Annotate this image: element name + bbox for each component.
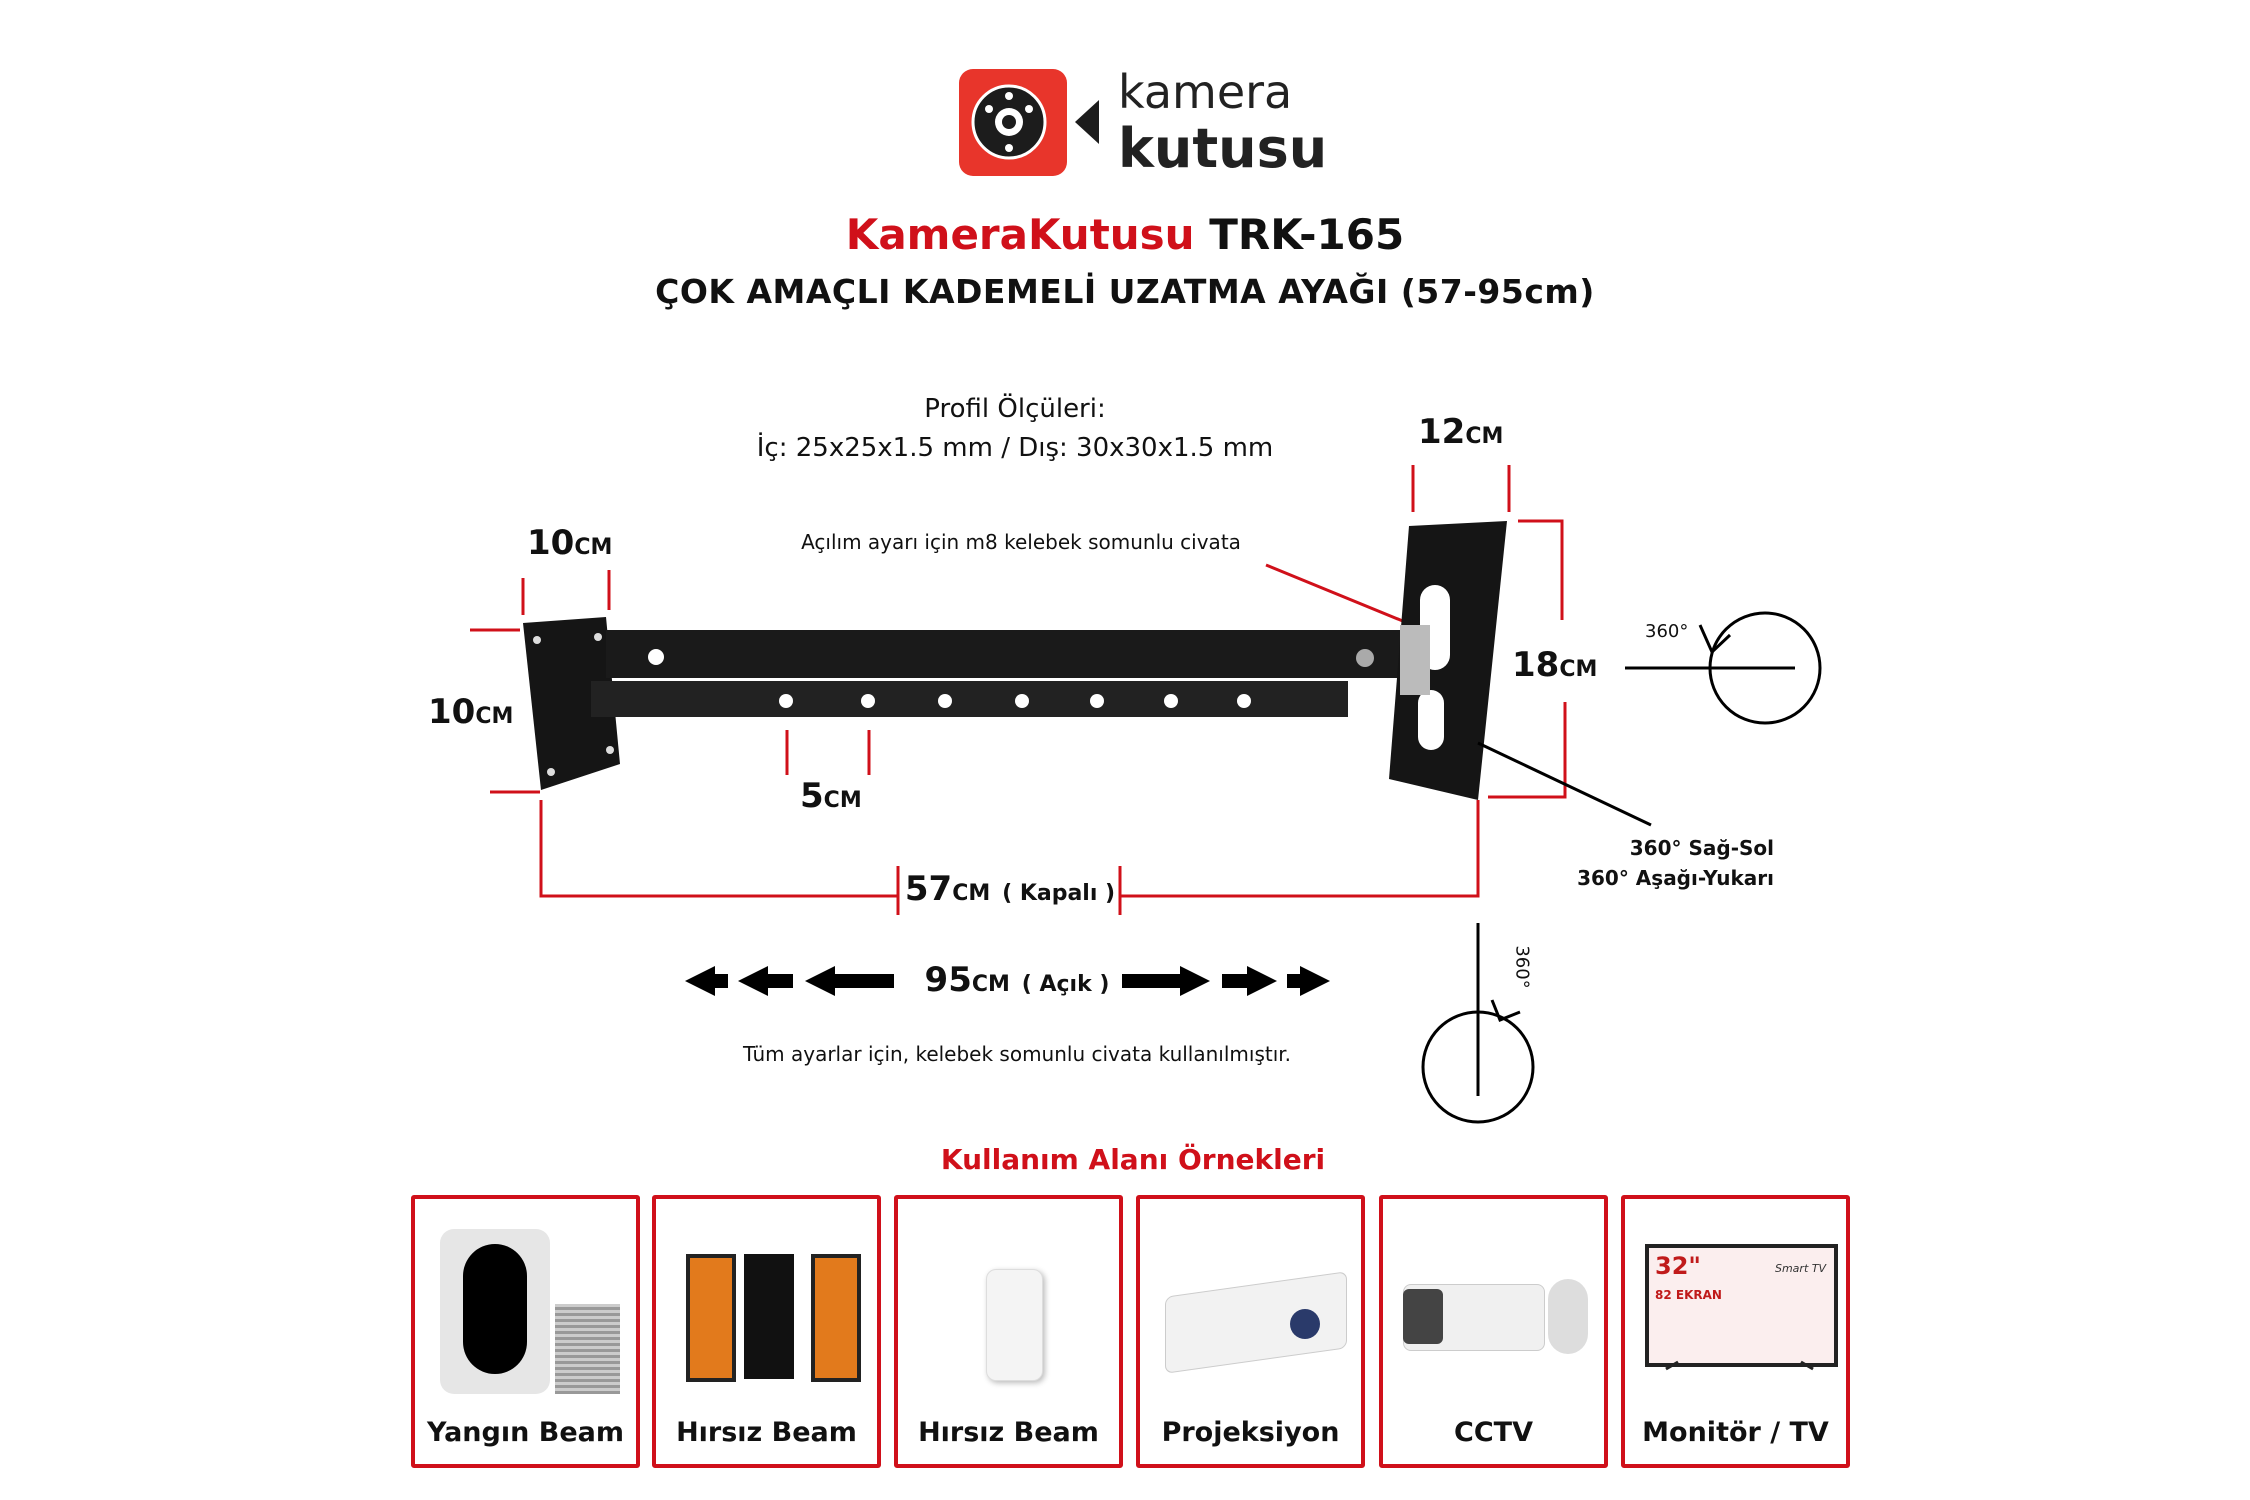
rotation-note-2: 360° Aşağı-Yukarı: [1577, 866, 1774, 890]
intruder-beam-image: [676, 1224, 861, 1404]
tv-brand-text: Smart TV: [1774, 1262, 1826, 1275]
bracket-diagram: [470, 465, 1822, 1124]
brand-name: KameraKutusu: [845, 210, 1195, 259]
product-title: KameraKutusu TRK-165: [846, 210, 1404, 260]
usage-heading: Kullanım Alanı Örnekleri: [940, 1143, 1326, 1176]
usage-label: Yangın Beam: [427, 1417, 624, 1448]
dim-closed-length: 57CM ( Kapalı ): [904, 869, 1116, 909]
dim-right-plate-width: 12CM: [1418, 412, 1504, 452]
fire-beam-image: [435, 1224, 620, 1404]
degree-label-horizontal: 360°: [1645, 621, 1689, 642]
dim-hole-spacing: 5CM: [800, 776, 862, 816]
rotation-note-1: 360° Sağ-Sol: [1629, 836, 1774, 860]
usage-card-intruder-beam-2: Hırsız Beam: [894, 1195, 1123, 1468]
usage-card-fire-beam: Yangın Beam: [411, 1195, 640, 1468]
projector-image: [1160, 1224, 1347, 1404]
adjust-note: Tüm ayarlar için, kelebek somunlu civata…: [742, 1042, 1292, 1066]
bolt-note: Açılım ayarı için m8 kelebek somunlu civ…: [801, 530, 1241, 554]
usage-card-cctv: CCTV: [1379, 1195, 1608, 1468]
logo-text: kamera kutusu: [1118, 66, 1327, 180]
logo-line1: kamera: [1118, 65, 1293, 119]
dimension-lines: [470, 465, 1567, 915]
usage-label: Monitör / TV: [1642, 1417, 1829, 1448]
rotation-symbols: [1421, 611, 1822, 1124]
logo-line2: kutusu: [1118, 117, 1328, 180]
profile-label: Profil Ölçüleri:: [924, 394, 1106, 424]
logo-icon: [959, 69, 1067, 176]
degree-label-vertical: 360°: [1511, 945, 1533, 989]
profile-value: İç: 25x25x1.5 mm / Dış: 30x30x1.5 mm: [756, 433, 1274, 463]
usage-label: Hırsız Beam: [918, 1417, 1099, 1448]
bracket-drawing: [523, 521, 1507, 800]
dim-right-plate-height: 18CM: [1512, 645, 1598, 685]
usage-label: CCTV: [1454, 1417, 1533, 1448]
dim-left-plate-height: 10CM: [428, 692, 514, 732]
usage-card-tv: 32" 82 EKRAN Smart TV Monitör / TV: [1621, 1195, 1850, 1468]
product-subtitle: ÇOK AMAÇLI KADEMELİ UZATMA AYAĞI (57-95c…: [655, 272, 1595, 311]
cctv-camera-image: [1403, 1224, 1588, 1404]
dim-open-length: 95CM ( Açık ): [924, 960, 1110, 1000]
arrows: [685, 966, 1330, 996]
intruder-sensor-image: [918, 1224, 1099, 1404]
tv-screen-text: 82 EKRAN: [1655, 1288, 1722, 1302]
logo-lens-icon: [1075, 100, 1099, 144]
usage-label: Hırsız Beam: [676, 1417, 857, 1448]
tv-image: 32" 82 EKRAN Smart TV: [1645, 1224, 1838, 1404]
tv-size-text: 32": [1655, 1252, 1701, 1280]
dim-top-plate-width: 10CM: [527, 523, 613, 563]
usage-card-intruder-beam: Hırsız Beam: [652, 1195, 881, 1468]
usage-card-projector: Projeksiyon: [1136, 1195, 1365, 1468]
usage-label: Projeksiyon: [1161, 1417, 1340, 1448]
model-name: TRK-165: [1209, 210, 1405, 259]
